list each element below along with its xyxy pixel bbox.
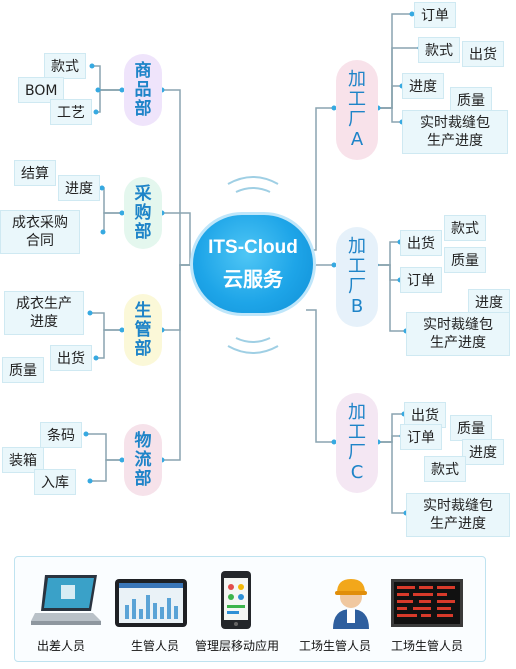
leaf-logistics-warehousing: 入库 (34, 469, 76, 495)
role-business-travel: 出差人员 (37, 639, 86, 653)
leaf-production-garment-progress: 成衣生产进度 (4, 291, 84, 335)
leaf-c-shipment: 出货 (404, 402, 446, 428)
role-production-mgr: 生管人员 (131, 639, 180, 653)
worker-icon (333, 579, 369, 629)
smartphone-icon (221, 571, 251, 629)
leaf-a-shipment: 出货 (462, 41, 504, 67)
laptop-icon (31, 575, 101, 625)
leaf-product-style: 款式 (44, 53, 86, 79)
leaf-c-order: 订单 (400, 424, 442, 450)
role-factory-mgr-2: 工场生管人员 (391, 639, 464, 653)
its-cloud-hub: ITS-Cloud 云服务 (190, 212, 316, 316)
leaf-logistics-barcode: 条码 (40, 422, 82, 448)
leaf-logistics-packing: 装箱 (2, 447, 44, 473)
leaf-product-craft: 工艺 (50, 99, 92, 125)
led-board-icon (391, 579, 463, 627)
leaf-c-style: 款式 (424, 456, 466, 482)
leaf-a-order: 订单 (414, 2, 456, 28)
leaf-b-order: 订单 (400, 267, 442, 293)
leaf-c-realtime-progress: 实时裁缝包生产进度 (406, 493, 510, 537)
leaf-b-quality: 质量 (444, 247, 486, 273)
leaf-c-progress: 进度 (462, 439, 504, 465)
leaf-b-realtime-progress: 实时裁缝包生产进度 (406, 312, 510, 356)
hub-title: ITS-Cloud (208, 236, 298, 258)
leaf-product-bom: BOM (18, 77, 65, 103)
dept-production-mgmt: 生管部 (124, 294, 162, 366)
leaf-purchasing-garment-contract: 成衣采购合同 (0, 210, 80, 254)
leaf-b-shipment: 出货 (400, 230, 442, 256)
dept-logistics: 物流部 (124, 424, 162, 496)
leaf-a-progress: 进度 (402, 73, 444, 99)
dept-product: 商品部 (124, 54, 162, 126)
leaf-purchasing-progress: 进度 (58, 175, 100, 201)
leaf-a-style: 款式 (418, 37, 460, 63)
leaf-production-quality: 质量 (2, 357, 44, 383)
hub-subtitle: 云服务 (223, 266, 283, 291)
leaf-production-shipment: 出货 (50, 345, 92, 371)
leaf-a-quality: 质量 (450, 87, 492, 113)
leaf-b-progress: 进度 (468, 289, 510, 315)
leaf-b-style: 款式 (444, 215, 486, 241)
role-factory-mgr-1: 工场生管人员 (299, 639, 372, 653)
leaf-purchasing-settlement: 结算 (14, 160, 56, 186)
device-panel: 出差人员 生管人员 管理层移动应用 工场生管人员 工场生管人员 (14, 556, 486, 662)
dept-purchasing: 采购部 (124, 177, 162, 249)
role-management-mobile: 管理层移动应用 (195, 639, 280, 653)
leaf-a-realtime-progress: 实时裁缝包生产进度 (402, 110, 508, 154)
tablet-icon (115, 579, 187, 627)
leaf-c-quality: 质量 (450, 415, 492, 441)
